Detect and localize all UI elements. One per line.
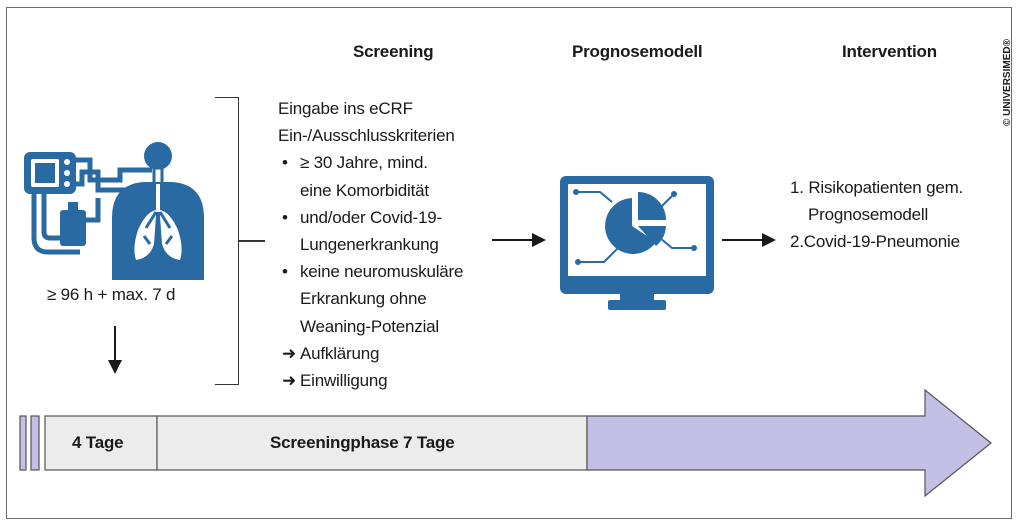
phase-intervention-arrow <box>586 388 992 498</box>
item-1-text: Risikopatienten gem. <box>808 178 964 197</box>
criterion-1: • ≥ 30 Jahre, mind. <box>278 149 463 176</box>
item-2-number: 2. <box>790 232 804 251</box>
bracket-connector <box>239 240 265 242</box>
bullet-icon: • <box>282 262 288 282</box>
intervention-item-1: 1. Risikopatienten gem. <box>790 174 963 201</box>
criterion-1-cont: eine Komorbidität <box>300 180 429 200</box>
screening-line-1: Eingabe ins eCRF <box>278 99 413 118</box>
screening-line-2: Ein-/Ausschlusskriterien <box>278 126 455 146</box>
criterion-3-cont-1: Erkrankung ohne <box>300 289 427 309</box>
duration-label: ≥ 96 h + max. 7 d <box>47 285 176 304</box>
phase-screening-box <box>156 415 588 471</box>
timeline-phase-2-label: Screeningphase 7 Tage <box>270 433 455 452</box>
copyright-notice: © UNIVERSIMED® <box>1002 38 1013 126</box>
criterion-2: • und/oder Covid-19- <box>278 204 463 231</box>
criterion-2-line-1: und/oder Covid-19- <box>300 207 442 227</box>
step-aufklaerung: ➜Aufklärung <box>278 340 463 367</box>
step-2-label: Einwilligung <box>300 371 388 391</box>
phase-4-tage-box <box>44 415 158 471</box>
step-1-label: Aufklärung <box>300 343 380 363</box>
criterion-3-cont-2: Weaning-Potenzial <box>300 316 439 336</box>
criterion-2-cont: Lungenerkrankung <box>300 235 439 255</box>
intervention-list: 1. Risikopatienten gem. Prognosemodell 2… <box>790 174 963 255</box>
ventilated-patient-icon <box>24 142 204 280</box>
item-1-number: 1. <box>790 178 804 197</box>
arrow-right-icon <box>492 233 546 247</box>
header-prognosemodell: Prognosemodell <box>572 42 703 61</box>
header-screening: Screening <box>353 42 434 61</box>
criterion-3: • keine neuromuskuläre <box>278 258 463 285</box>
monitor-chart-icon <box>560 176 714 310</box>
header-intervention: Intervention <box>842 42 937 61</box>
bullet-icon: • <box>282 207 288 227</box>
timeline-arrow <box>19 388 992 498</box>
screening-bracket <box>215 97 239 385</box>
intervention-item-1-cont: Prognosemodell <box>808 205 929 224</box>
item-2-text: Covid-19-Pneumonie <box>803 232 960 251</box>
copyright-text: © UNIVERSIMED® <box>1002 38 1013 126</box>
intervention-item-2: 2.Covid-19-Pneumonie <box>790 228 963 255</box>
down-arrow-icon <box>108 326 122 374</box>
timeline-phase-1-label: 4 Tage <box>72 433 124 452</box>
step-einwilligung: ➜Einwilligung <box>278 367 463 394</box>
figure-frame <box>6 7 1012 519</box>
arrow-right-icon: ➜ <box>282 343 297 363</box>
criterion-1-line-1: ≥ 30 Jahre, mind. <box>300 153 428 173</box>
arrow-right-icon: ➜ <box>282 371 297 391</box>
bullet-icon: • <box>282 153 288 173</box>
criterion-3-line-1: keine neuromuskuläre <box>300 262 464 282</box>
screening-criteria: Eingabe ins eCRF Ein-/Ausschlusskriterie… <box>278 95 463 394</box>
arrow-right-icon <box>722 233 776 247</box>
